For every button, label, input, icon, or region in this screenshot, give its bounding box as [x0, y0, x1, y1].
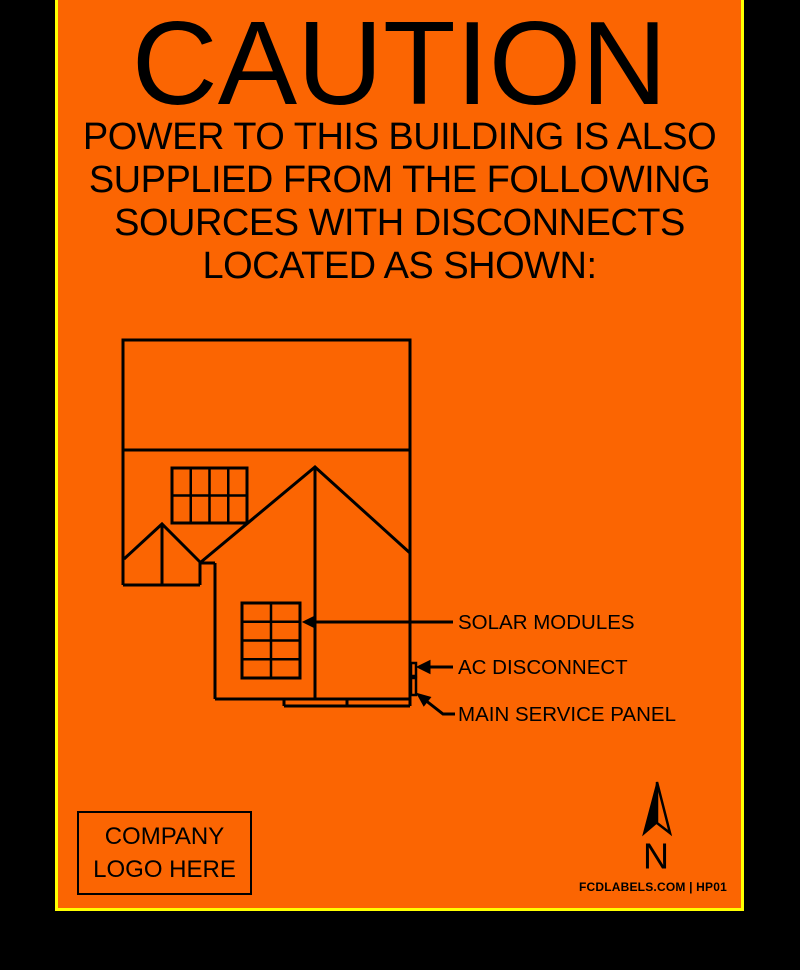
warning-line-2: SUPPLIED FROM THE FOLLOWING [88, 159, 711, 201]
solar-modules-arrow-icon [301, 614, 317, 630]
ac-disconnect-arrow-icon [415, 659, 431, 675]
main-service-panel-arrow-icon [415, 692, 432, 707]
warning-text: POWER TO THIS BUILDING IS ALSO SUPPLIED … [58, 116, 741, 288]
callout-ac-disconnect: AC DISCONNECT [415, 656, 628, 679]
main-service-panel-leader-line [426, 700, 455, 716]
dormer-gable [122, 521, 215, 587]
north-arrow-icon: N [642, 781, 673, 877]
callout-solar-modules: SOLAR MODULES [301, 611, 635, 634]
porch-step [215, 697, 410, 708]
north-letter: N [643, 836, 669, 877]
logo-line-2: LOGO HERE [93, 856, 236, 883]
ac-disconnect-box [409, 661, 418, 678]
label-title: CAUTION [131, 0, 668, 130]
caution-label: CAUTION POWER TO THIS BUILDING IS ALSO S… [55, 0, 744, 911]
warning-line-4: LOCATED AS SHOWN: [202, 245, 597, 287]
wall-solar-array [240, 601, 302, 680]
front-gable-roof [200, 465, 412, 699]
callout-main-service-panel: MAIN SERVICE PANEL [415, 692, 676, 726]
building-diagram: SOLAR MODULES AC DISCONNECT MAIN SERVICE… [121, 338, 676, 877]
footer-brand: FCDLABELS.COM | HP01 [578, 880, 727, 894]
ac-disconnect-label: AC DISCONNECT [458, 656, 628, 679]
company-logo-placeholder: COMPANY LOGO HERE [77, 811, 252, 895]
warning-line-1: POWER TO THIS BUILDING IS ALSO [82, 116, 717, 158]
roof-solar-array [170, 466, 249, 525]
main-service-panel-label: MAIN SERVICE PANEL [458, 703, 676, 726]
warning-line-3: SOURCES WITH DISCONNECTS [114, 202, 685, 244]
main-service-panel-box [409, 676, 418, 697]
logo-line-1: COMPANY [104, 823, 225, 850]
solar-modules-label: SOLAR MODULES [458, 611, 635, 634]
house-outline [121, 338, 412, 706]
